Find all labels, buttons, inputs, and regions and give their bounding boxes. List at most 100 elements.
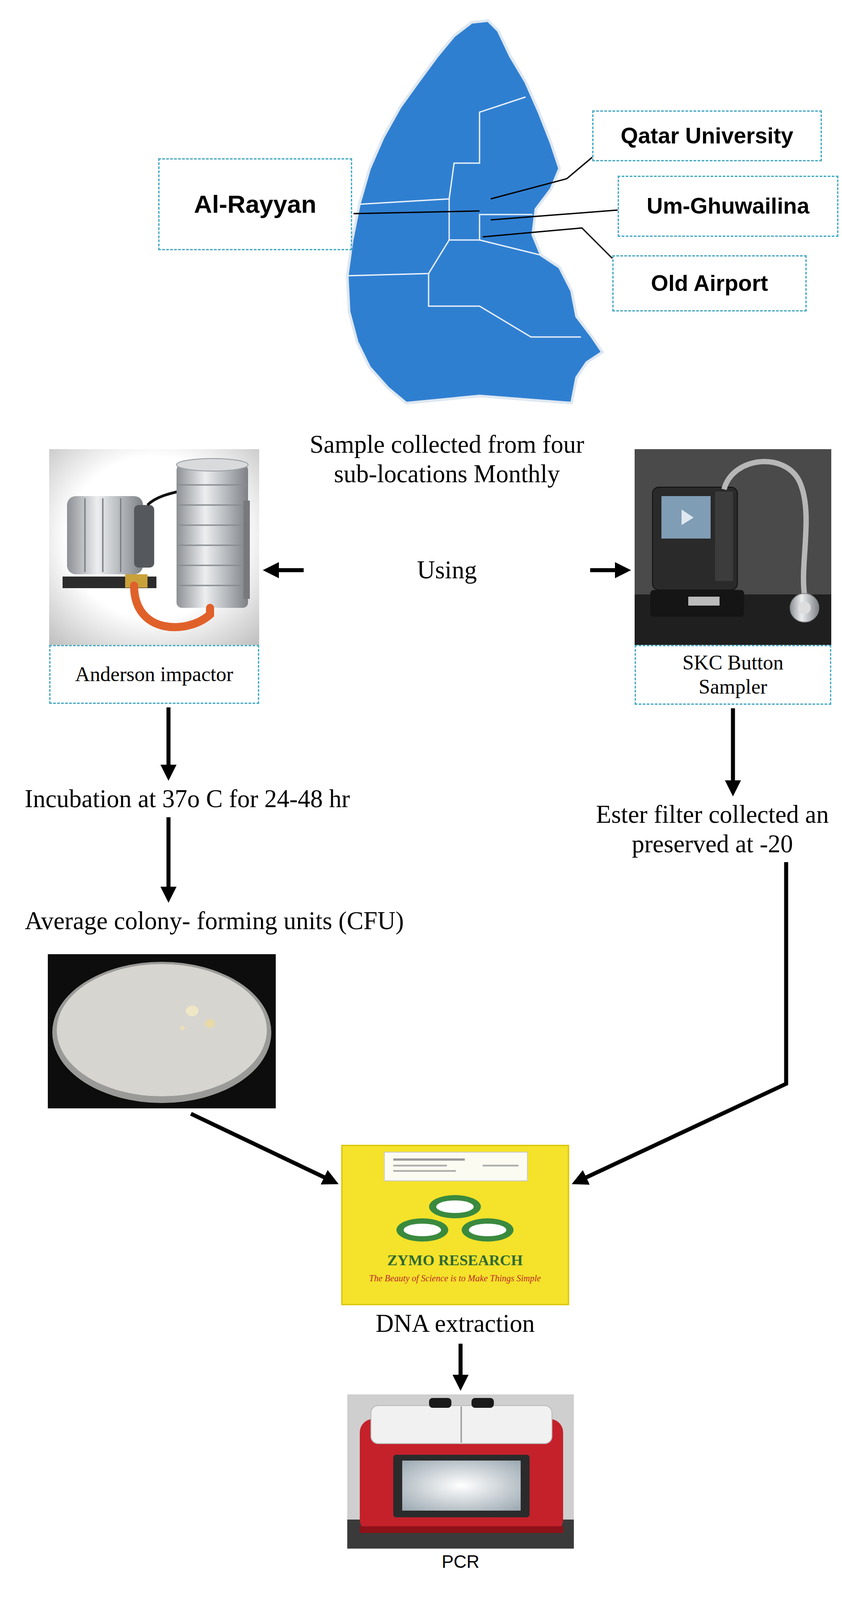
district-border	[347, 96, 581, 337]
petri-dish-photo	[179, 1025, 186, 1031]
location-label: Old Airport	[612, 255, 807, 312]
leader-line	[490, 157, 593, 199]
kit-box-photo	[341, 1145, 569, 1305]
thermocycler-photo	[347, 1394, 574, 1549]
impactor-photo	[176, 464, 249, 608]
kit-box-photo	[403, 1223, 442, 1237]
leader-line	[490, 210, 618, 220]
photo-space	[22, 935, 407, 1113]
step-label: Using	[414, 555, 480, 586]
flow-arrow	[458, 1343, 463, 1377]
impactor-photo	[177, 564, 248, 567]
impactor-photo	[177, 585, 248, 587]
petri-dish-photo	[56, 964, 267, 1097]
location-name: Al-Rayyan	[193, 189, 317, 219]
impactor-photo	[84, 498, 86, 573]
brand-tagline: The Beauty of Science is to Make Things …	[369, 1272, 541, 1284]
petri-dish-photo	[185, 1005, 199, 1017]
kit-box-photo	[393, 1164, 447, 1167]
sampler-photo	[634, 449, 832, 645]
step-label: DNA extraction	[341, 1307, 569, 1341]
thermocycler-photo	[347, 1394, 574, 1549]
kit-box-photo	[384, 1152, 528, 1181]
step-panel: Average colony- forming units (CFU)	[22, 906, 407, 1113]
district-border	[359, 96, 526, 205]
flow-arrow	[166, 817, 171, 889]
connector-group	[168, 570, 787, 1377]
sampler-photo	[790, 593, 819, 623]
district-border	[347, 239, 450, 276]
sampler-photo	[652, 487, 738, 590]
impactor-photo	[49, 449, 260, 645]
kit-box-photo	[429, 1195, 481, 1219]
instrument-panel: Anderson impactor	[49, 449, 260, 704]
step-label: Average colony- forming units (CFU)	[22, 906, 407, 936]
kit-box-photo	[461, 1218, 514, 1242]
impactor-photo	[134, 585, 211, 628]
petri-dish-photo	[205, 1018, 215, 1028]
step-label: SKC Button Sampler	[634, 644, 832, 705]
sampler-photo	[681, 509, 694, 526]
district-border	[479, 239, 542, 256]
thermocycler-photo	[370, 1405, 552, 1444]
photo-space	[634, 449, 832, 645]
impactor-photo	[102, 498, 104, 573]
step-label: Anderson impactor	[49, 644, 260, 704]
sampler-photo	[798, 601, 811, 615]
flow-arrow	[166, 707, 171, 767]
district-border	[428, 273, 581, 337]
brand-name: ZYMO RESEARCH	[387, 1251, 523, 1270]
qatar-map	[347, 20, 603, 404]
location-name: Qatar University	[620, 122, 794, 150]
sampler-photo	[634, 449, 832, 645]
kit-box-photo	[436, 1200, 474, 1213]
photo-space	[347, 1394, 574, 1549]
thermocycler-photo	[460, 1406, 463, 1443]
impactor-photo	[67, 496, 144, 575]
impactor-photo	[49, 449, 260, 645]
sampler-photo	[688, 596, 720, 606]
petri-dish-photo	[47, 954, 276, 1109]
location-name: Old Airport	[650, 270, 768, 297]
sampler-photo	[715, 491, 733, 581]
photo-space	[49, 449, 260, 645]
instrument-panel: SKC Button Sampler	[634, 449, 832, 705]
leader-line	[482, 227, 613, 259]
petri-dish-photo	[52, 961, 272, 1104]
flow-arrow	[585, 862, 787, 1179]
step-panel: DNA extraction	[341, 1145, 569, 1341]
kit-box-photo	[396, 1218, 449, 1242]
sampler-photo	[661, 496, 711, 539]
location-label: Qatar University	[592, 110, 822, 162]
flow-arrow	[731, 708, 736, 783]
thermocycler-photo	[471, 1397, 494, 1408]
qatar-map	[347, 20, 603, 404]
step-text: Sample collected from four sub-locations…	[307, 429, 587, 586]
thermocycler-photo	[359, 1526, 564, 1533]
flow-arrow	[190, 1113, 326, 1179]
step-label: PCR	[347, 1548, 574, 1575]
step-panel: PCR	[347, 1394, 574, 1575]
step-label: Incubation at 37o C for 24-48 hr	[22, 784, 353, 814]
impactor-photo	[177, 544, 248, 547]
impactor-photo	[177, 504, 248, 506]
kit-box-photo	[482, 1164, 519, 1167]
impactor-photo	[176, 458, 249, 472]
impactor-photo	[177, 484, 248, 486]
step-text: Ester filter collected an preserved at -…	[593, 799, 832, 859]
impactor-photo	[134, 505, 155, 568]
flow-arrow	[277, 568, 304, 573]
thermocycler-photo	[429, 1397, 452, 1408]
kit-box-photo	[468, 1223, 507, 1237]
thermocycler-photo	[402, 1460, 521, 1511]
leader-line	[353, 210, 480, 214]
thermocycler-photo	[393, 1454, 530, 1518]
step-text: Incubation at 37o C for 24-48 hr	[22, 784, 353, 814]
kit-box-photo	[393, 1170, 456, 1172]
petri-dish-photo	[47, 954, 276, 1109]
location-name: Um-Ghuwailina	[646, 193, 810, 220]
step-label: Sample collected from four sub-locations…	[307, 429, 587, 489]
